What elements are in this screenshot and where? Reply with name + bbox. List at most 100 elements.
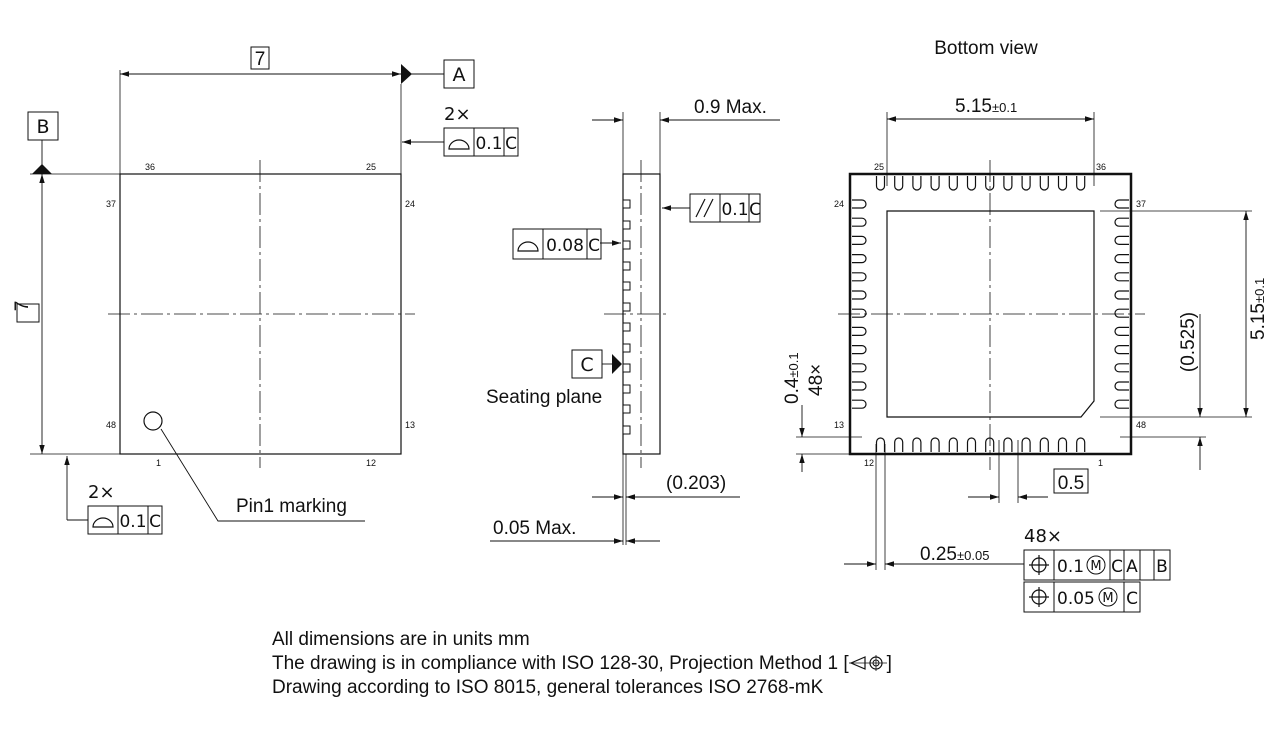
bottom-pad — [1021, 437, 1031, 452]
position-icon — [1029, 555, 1049, 575]
count-2x-bottom: 2× — [88, 482, 115, 503]
exposed-pad — [886, 210, 1095, 418]
svg-text:24: 24 — [834, 199, 844, 209]
standoff-label: (0.203) — [666, 473, 726, 494]
svg-text:7: 7 — [12, 301, 33, 312]
bottom-pad — [1076, 437, 1086, 452]
top-height-dim-box: 7 — [12, 301, 40, 323]
count-48x: 48× — [1024, 526, 1062, 547]
bottom-pad — [1114, 399, 1129, 409]
svg-text:48: 48 — [106, 420, 116, 430]
pin1-marker-circle — [143, 411, 163, 431]
pad-length-label: 0.4±0.1 — [782, 352, 803, 404]
svg-text:0.08: 0.08 — [546, 236, 584, 256]
bottom-pad — [1076, 176, 1086, 191]
top-pin-numbers: 36 25 37 24 48 13 1 12 — [106, 162, 415, 468]
bottom-pad — [1057, 437, 1068, 452]
bottom-pad — [966, 176, 977, 191]
bottom-pad — [852, 199, 867, 209]
bottom-pad — [852, 290, 867, 300]
svg-text:13: 13 — [834, 420, 844, 430]
svg-text:0.5: 0.5 — [1058, 473, 1084, 494]
bottom-pad — [852, 326, 867, 336]
bottom-pad — [1114, 345, 1129, 355]
bottom-pad — [985, 176, 995, 191]
position-frame-lower: 0.05 M C — [1023, 581, 1141, 613]
profile-surface-icon — [517, 241, 539, 252]
svg-text:B: B — [36, 116, 49, 138]
side-max-height-label: 0.9 Max. — [694, 97, 767, 118]
profile-surface-icon — [448, 139, 470, 150]
bottom-pad — [852, 272, 867, 282]
position-icon — [1029, 587, 1049, 607]
bottom-pad — [875, 176, 886, 191]
count-2x-top: 2× — [444, 104, 471, 125]
bottom-pin-numbers: 25 36 24 37 13 48 12 1 — [834, 162, 1146, 468]
bottom-pad — [930, 437, 940, 452]
svg-text:M: M — [1090, 559, 1101, 574]
bottom-width-label: 5.15±0.1 — [955, 96, 1017, 117]
bottom-pad — [1021, 176, 1031, 191]
bottom-pad — [1114, 217, 1129, 227]
datum-triangle-icon — [612, 354, 622, 374]
bottom-pad — [894, 437, 904, 452]
bottom-pad — [852, 254, 867, 264]
svg-text:A: A — [1126, 557, 1138, 577]
position-frame-upper: 0.1 M C A B — [1023, 549, 1171, 581]
bottom-pad — [1039, 437, 1049, 452]
coplanarity-frame: 0.08 C — [512, 228, 602, 260]
profile-surface-icon — [92, 517, 114, 528]
svg-text:36: 36 — [145, 162, 155, 172]
side-view — [490, 112, 780, 545]
parallelism-frame: 0.1 C — [689, 193, 761, 223]
note-line-2: The drawing is in compliance with ISO 12… — [272, 653, 892, 674]
svg-text:C: C — [149, 512, 161, 532]
bottom-pad — [852, 363, 867, 373]
bottom-pad — [1114, 381, 1129, 391]
profile-frame-bottom: 0.1 C — [87, 505, 163, 535]
bottom-pad — [1057, 176, 1068, 191]
svg-text:1: 1 — [156, 458, 161, 468]
mmc-modifier-icon — [1086, 555, 1106, 575]
datum-c-box: C — [571, 349, 603, 379]
bottom-view — [796, 112, 1252, 570]
svg-text:A: A — [453, 64, 466, 86]
note-line-1: All dimensions are in units mm — [272, 629, 530, 650]
svg-text:M: M — [1102, 591, 1113, 606]
datum-b-box: B — [27, 111, 59, 141]
bottom-pad — [1114, 363, 1129, 373]
bottom-pad — [852, 381, 867, 391]
bottom-pad — [1114, 272, 1129, 282]
bottom-pad — [1003, 437, 1013, 452]
bottom-pad — [948, 437, 958, 452]
min-standoff-label: 0.05 Max. — [493, 518, 576, 539]
svg-text:0.1: 0.1 — [1057, 557, 1084, 577]
svg-text:1: 1 — [1098, 458, 1103, 468]
datum-triangle-icon — [32, 164, 52, 174]
mmc-modifier-icon — [1098, 587, 1118, 607]
drawing-notes: All dimensions are in units mm The drawi… — [272, 628, 892, 700]
svg-text:25: 25 — [366, 162, 376, 172]
svg-text:7: 7 — [255, 49, 266, 70]
top-view — [30, 70, 444, 522]
bottom-pad — [1114, 290, 1129, 300]
pin1-label: Pin1 marking — [236, 496, 347, 517]
bottom-pad — [1114, 326, 1129, 336]
svg-text:C: C — [505, 134, 517, 154]
bottom-height-label: 5.15±0.1 — [1248, 278, 1269, 340]
svg-text:C: C — [749, 200, 761, 220]
offset-label: (0.525) — [1178, 312, 1199, 372]
bottom-pad — [894, 176, 904, 191]
svg-text:C: C — [1111, 557, 1123, 577]
bottom-pad — [1039, 176, 1049, 191]
seating-plane-label: Seating plane — [486, 387, 602, 408]
bottom-pad — [985, 437, 995, 452]
bottom-pad — [852, 399, 867, 409]
svg-text:12: 12 — [864, 458, 874, 468]
svg-text:13: 13 — [405, 420, 415, 430]
bottom-pad — [966, 437, 977, 452]
datum-a-box: A — [443, 59, 475, 89]
svg-text:37: 37 — [106, 199, 116, 209]
svg-text:0.05: 0.05 — [1057, 589, 1095, 609]
